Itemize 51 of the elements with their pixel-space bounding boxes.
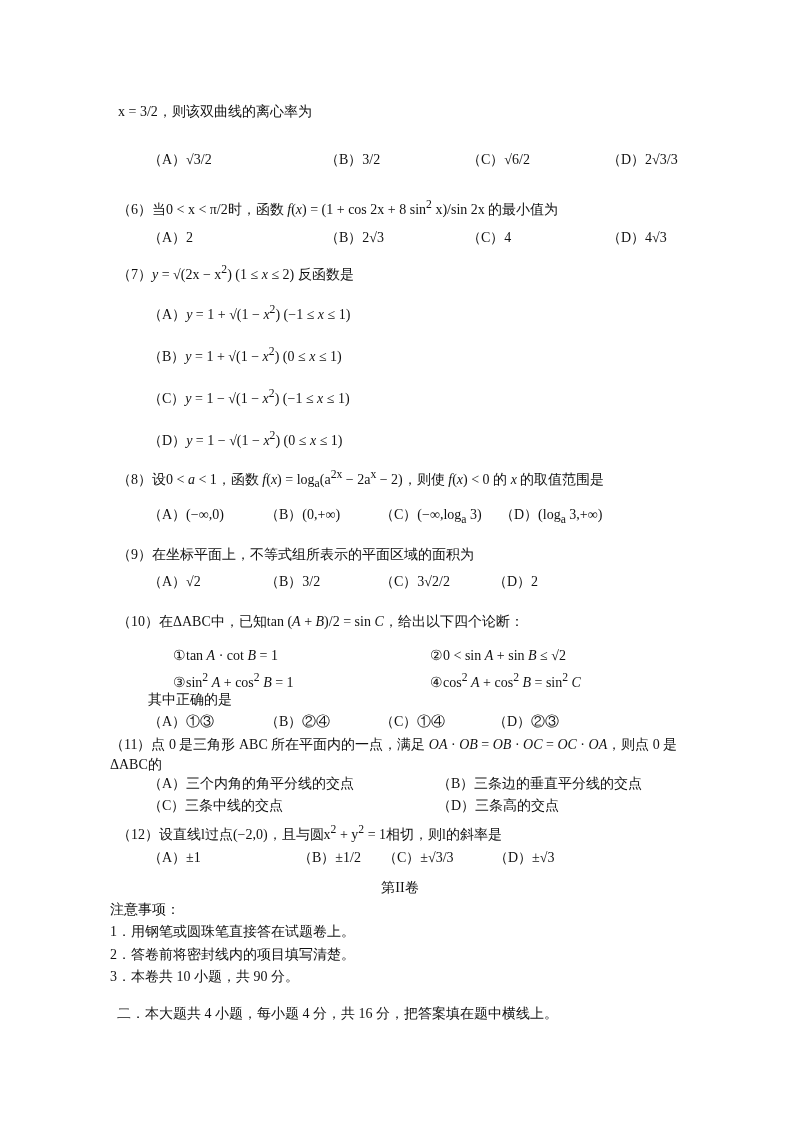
answer-option: （B）y = 1 + √(1 − x$^{2}$) (0 ≤ x ≤ 1) xyxy=(148,342,342,367)
question-text: x = 3/2，则该双曲线的离心率为 xyxy=(118,103,312,121)
answer-option: （A）±1 xyxy=(148,848,201,868)
answer-option: （D）2 xyxy=(493,572,539,592)
answer-option: （D）三条高的交点 xyxy=(437,796,560,816)
answer-option: （D）2√3/3 xyxy=(607,150,678,170)
answer-option: （D）(log$_{a}$ 3,+∞) xyxy=(500,505,603,530)
statement: ①tan A · cot B = 1 xyxy=(173,647,278,665)
question-text: （6）当0 < x < π/2时，函数 f(x) = (1 + cos 2x + 8 sin$^{2}$ x)/sin 2x 的最小值为 xyxy=(117,197,559,219)
answer-option: （A）三个内角的角平分线的交点 xyxy=(148,774,355,794)
answer-option: （D）4√3 xyxy=(607,228,667,248)
notice-item: 2．答卷前将密封线内的项目填写清楚。 xyxy=(110,946,355,964)
answer-option: （B）3/2 xyxy=(265,572,321,592)
answer-option: （C）①④ xyxy=(380,712,446,732)
answer-option: （A）(−∞,0) xyxy=(148,505,224,525)
question-text: （8）设0 < a < 1，函数 f(x) = log$_{a}$(a$^{2x}$ − 2a$^{x}$ − 2)，则使 f(x) < 0 的 x 的取值范围是 xyxy=(117,467,605,493)
answer-option: （B）±1/2 xyxy=(298,848,361,868)
answer-option: （B）3/2 xyxy=(325,150,381,170)
section-instruction: 二．本大题共 4 小题，每小题 4 分，共 16 分，把答案填在题中横线上。 xyxy=(117,1005,558,1023)
question-text: （7）y = √(2x − x$^{2}$) (1 ≤ x ≤ 2) 反函数是 xyxy=(117,262,354,284)
answer-option: （C）三条中线的交点 xyxy=(148,796,284,816)
notice-item: 1．用钢笔或圆珠笔直接答在试题卷上。 xyxy=(110,923,355,941)
statement: ②0 < sin A + sin B ≤ √2 xyxy=(430,647,566,665)
question-text: （10）在ΔABC中，已知tan (A + B)/2 = sin C，给出以下四个论断： xyxy=(117,613,524,631)
answer-option: （B）②④ xyxy=(265,712,331,732)
answer-option: （B）三条边的垂直平分线的交点 xyxy=(437,774,643,794)
question-text: （9）在坐标平面上，不等式组所表示的平面区域的面积为 xyxy=(117,546,474,564)
statement: ④cos$^{2}$ A + cos$^{2}$ B = sin$^{2}$ C xyxy=(430,670,581,692)
question-text: （11）点 0 是三角形 ABC 所在平面内的一点，满足 OA · OB = OB · OC = OC · OA，则点 0 是ΔABC的 xyxy=(110,736,679,774)
answer-option: （C）y = 1 − √(1 − x$^{2}$) (−1 ≤ x ≤ 1) xyxy=(148,384,350,409)
answer-option: （B）(0,+∞) xyxy=(265,505,341,525)
answer-option: （C）√6/2 xyxy=(467,150,530,170)
answer-option: （A）2 xyxy=(148,228,194,248)
answer-option: （A）①③ xyxy=(148,712,215,732)
answer-option: （A）y = 1 + √(1 − x$^{2}$) (−1 ≤ x ≤ 1) xyxy=(148,300,351,325)
answer-option: （D）y = 1 − √(1 − x$^{2}$) (0 ≤ x ≤ 1) xyxy=(148,426,343,451)
answer-option: （D）±√3 xyxy=(494,848,555,868)
answer-option: （C）(−∞,log$_{a}$ 3) xyxy=(380,505,482,530)
answer-option: （B）2√3 xyxy=(325,228,385,248)
answer-option: （A）√3/2 xyxy=(148,150,212,170)
answer-option: （C）4 xyxy=(467,228,512,248)
answer-option: （C）3√2/2 xyxy=(380,572,450,592)
answer-option: （A）√2 xyxy=(148,572,201,592)
answer-option: （C）±√3/3 xyxy=(383,848,454,868)
question-text: 其中正确的是 xyxy=(148,691,232,709)
question-text: （12）设直线l过点(−2,0)，且与圆x$^{2}$ + y$^{2}$ = 1相切，则l的斜率是 xyxy=(117,822,502,844)
notice-heading: 注意事项： xyxy=(110,901,180,919)
answer-option: （D）②③ xyxy=(493,712,560,732)
statement: ③sin$^{2}$ A + cos$^{2}$ B = 1 xyxy=(173,670,294,692)
section-heading: 第II卷 xyxy=(380,879,420,897)
notice-item: 3．本卷共 10 小题，共 90 分。 xyxy=(110,968,299,986)
